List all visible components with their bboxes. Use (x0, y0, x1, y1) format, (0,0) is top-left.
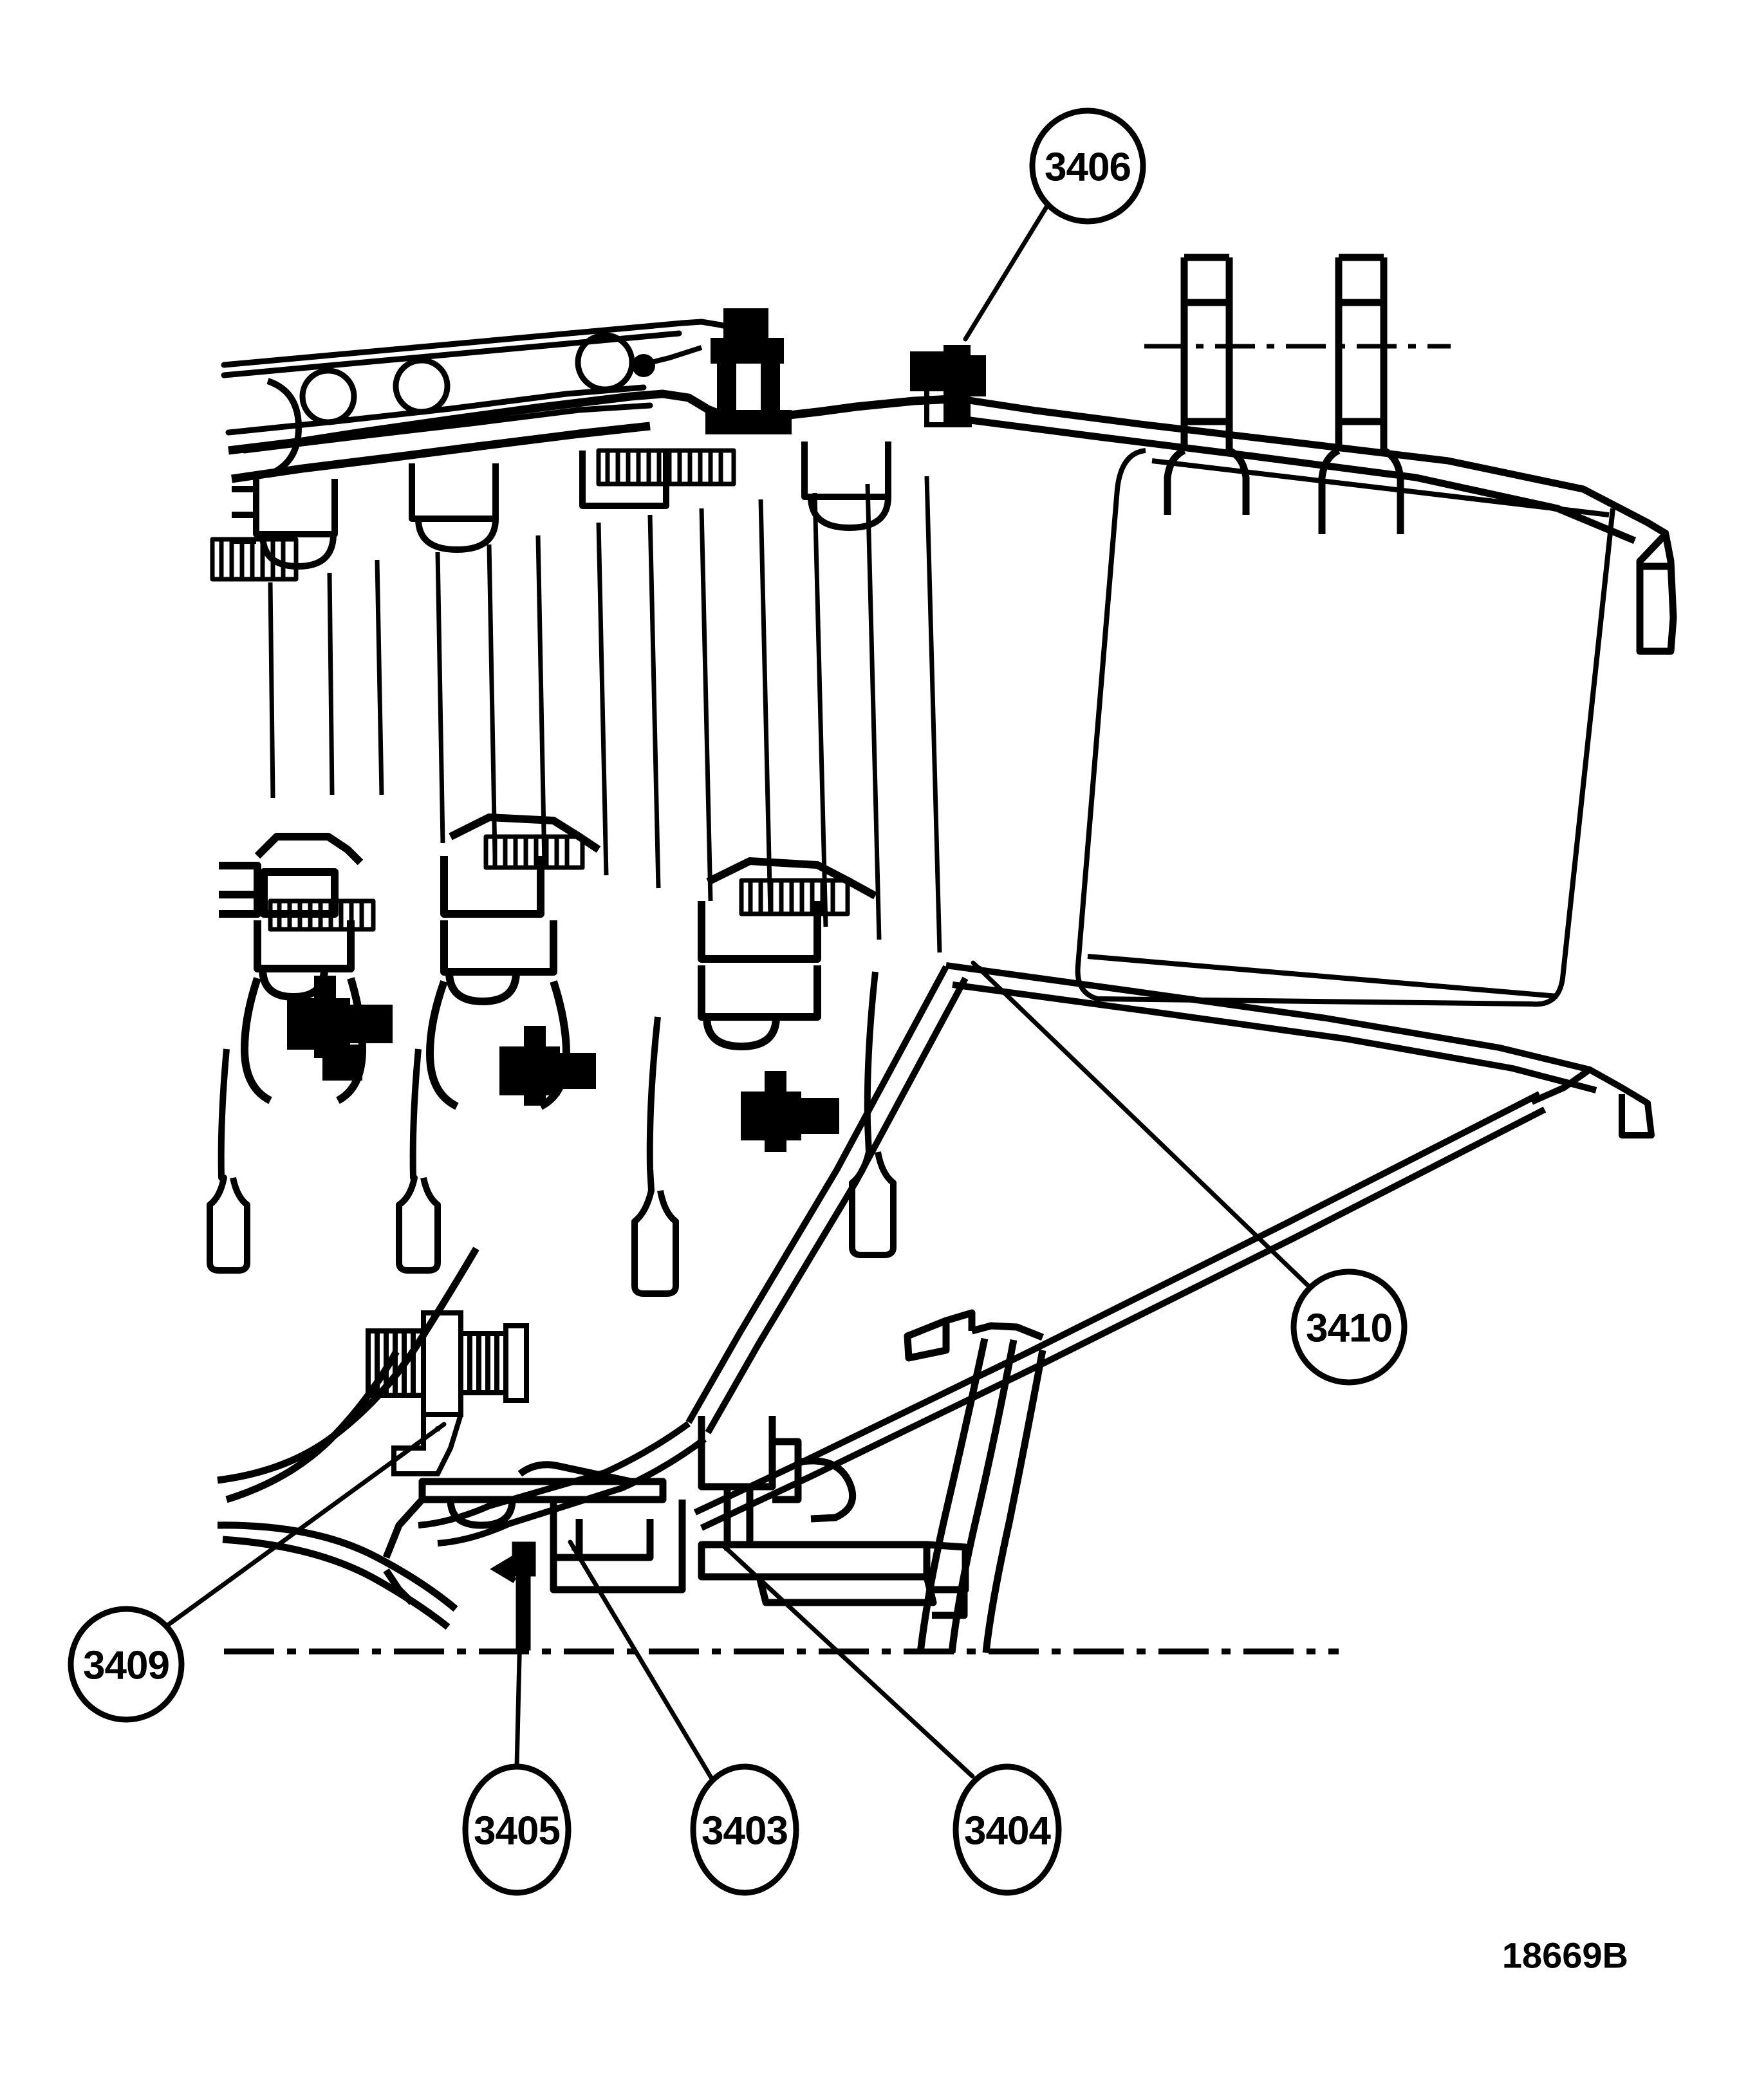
shaft-spline-coupling (366, 1310, 529, 1476)
rear-cone-wall (904, 1309, 1046, 1653)
boss-circle-1 (299, 367, 357, 425)
callout-3404-ellipse[interactable] (953, 1763, 1062, 1896)
leader-3410 (971, 960, 1312, 1290)
top-center-bolt-assembly (632, 308, 792, 434)
boss-circle-2 (393, 357, 451, 415)
callout-3406-label: 3406 (1045, 145, 1131, 190)
callout-3405[interactable]: 3405 (462, 1763, 572, 1896)
callout-3405-label: 3405 (474, 1809, 560, 1854)
figure-id-label: 18669B (1502, 1935, 1628, 1976)
leader-3406 (963, 203, 1050, 342)
leader-3403 (568, 1539, 714, 1780)
callout-3403-ellipse[interactable] (690, 1763, 799, 1896)
boss-circle-3 (575, 332, 635, 393)
callout-3409-label: 3409 (83, 1644, 169, 1688)
leader-3409 (163, 1422, 447, 1629)
callout-3403[interactable]: 3403 (690, 1763, 799, 1896)
stator-vane-post-right (1318, 254, 1404, 534)
callout-3410-label: 3410 (1306, 1306, 1392, 1351)
callout-3405-ellipse[interactable] (462, 1763, 572, 1896)
forward-flange-mount-3406 (910, 345, 986, 427)
right-outer-shroud (952, 394, 1677, 655)
callout-3404-label: 3404 (964, 1809, 1051, 1854)
callout-3409[interactable]: 3409 (68, 1606, 185, 1723)
callout-3410-circle[interactable] (1290, 1268, 1408, 1386)
callout-3403-label: 3403 (702, 1809, 788, 1854)
lower-hub-bearing-housing (382, 1416, 969, 1619)
rotor-disc-web-arms (207, 971, 897, 1297)
casing-boss-circles (299, 332, 635, 425)
leader-3405 (514, 1574, 525, 1769)
stator-vane-post-left (1164, 254, 1250, 515)
upper-diffuser-housing (228, 389, 953, 483)
blade-airfoil-column (268, 476, 942, 953)
callout-leader-lines (163, 203, 1312, 1780)
disc-tie-bolt-assemblies (287, 976, 839, 1152)
rotor-disc-spacer-assembly (219, 813, 877, 1110)
callout-3406-circle[interactable] (1029, 107, 1146, 225)
casing-left-arc (266, 378, 302, 478)
callout-3410[interactable]: 3410 (1290, 1268, 1408, 1386)
callout-3406[interactable]: 3406 (1029, 107, 1146, 225)
leader-3404 (718, 1541, 975, 1779)
callout-3409-circle[interactable] (68, 1606, 185, 1723)
callout-bubbles: 3406 3410 3409 3405 3403 3404 (68, 107, 1408, 1896)
callout-3404[interactable]: 3404 (953, 1763, 1062, 1896)
stator-vane-posts (1164, 254, 1404, 534)
